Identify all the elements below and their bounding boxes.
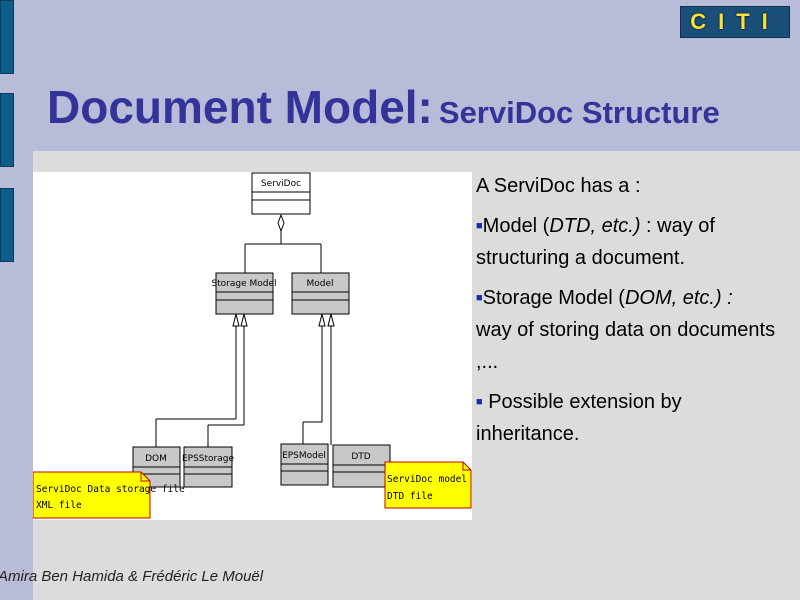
footer-authors: Amira Ben Hamida & Frédéric Le Mouël <box>0 568 264 585</box>
square-bullet-icon: ■ <box>476 220 483 232</box>
note-model: ServiDoc model File DTD file <box>384 461 496 509</box>
b1-text-a: Model ( <box>482 215 550 237</box>
class-servidoc: ServiDoc <box>251 172 311 215</box>
servidoc-label: ServiDoc <box>261 179 301 189</box>
square-bullet-icon: ■ <box>476 292 483 304</box>
aggregation-diamond <box>277 213 285 233</box>
title-sub: ServiDoc Structure <box>438 95 720 130</box>
b2-text-em: DOM, etc.) : <box>624 287 733 309</box>
bullet-extension: ■ Possible extension by inheritance. <box>476 386 800 450</box>
citi-logo: CITI <box>680 6 790 38</box>
dtd-label: DTD <box>351 452 370 462</box>
bullet-storage-model: ■Storage Model (DOM, etc.) : way of stori… <box>476 282 800 378</box>
note-storage-line2: XML file <box>36 500 82 511</box>
class-epsstorage: EPSStorage <box>182 446 235 488</box>
dom-label: DOM <box>145 454 167 464</box>
class-storage-model: Storage Model <box>211 272 277 315</box>
class-epsmodel: EPSModel <box>280 443 329 486</box>
side-tab-3 <box>0 188 14 262</box>
logo-text: CITI <box>690 9 780 34</box>
storage-model-label: Storage Model <box>211 279 276 289</box>
slide-title: Document Model:ServiDoc Structure <box>47 80 720 134</box>
model-label: Model <box>306 279 333 289</box>
square-bullet-icon: ■ <box>476 396 483 408</box>
intro-text: A ServiDoc has a : <box>476 175 641 197</box>
side-tab-2 <box>0 93 14 167</box>
bullet-model: ■Model (DTD, etc.) : way of structuring a… <box>476 210 800 274</box>
intro-line: A ServiDoc has a : <box>476 170 800 202</box>
side-tab-1 <box>0 0 14 74</box>
epsmodel-label: EPSModel <box>282 451 326 461</box>
class-model: Model <box>291 272 350 315</box>
class-dtd: DTD <box>332 444 391 488</box>
b1-text-em: DTD, etc.) <box>549 215 641 237</box>
b1-text-b: : way of <box>640 215 715 237</box>
b2-text-a: Storage Model ( <box>482 287 625 309</box>
b2-text-d: ,... <box>476 351 499 373</box>
b2-text-c: way of storing data on documents <box>476 319 776 341</box>
b3-text-a: Possible extension by <box>482 391 682 413</box>
note-storage-line1: ServiDoc Data storage file <box>36 484 185 495</box>
note-model-line2: DTD file <box>387 491 433 502</box>
slide-body-text: A ServiDoc has a : ■Model (DTD, etc.) : … <box>476 170 800 458</box>
b3-text-b: inheritance. <box>476 423 580 445</box>
note-storage: ServiDoc Data storage file XML file <box>32 471 185 519</box>
title-main: Document Model: <box>47 81 433 133</box>
note-model-line1: ServiDoc model File <box>387 474 472 485</box>
b1-text-c: structuring a document. <box>476 247 685 269</box>
epsstorage-label: EPSStorage <box>182 454 235 464</box>
uml-diagram: ServiDoc Storage Model Model <box>32 172 496 520</box>
